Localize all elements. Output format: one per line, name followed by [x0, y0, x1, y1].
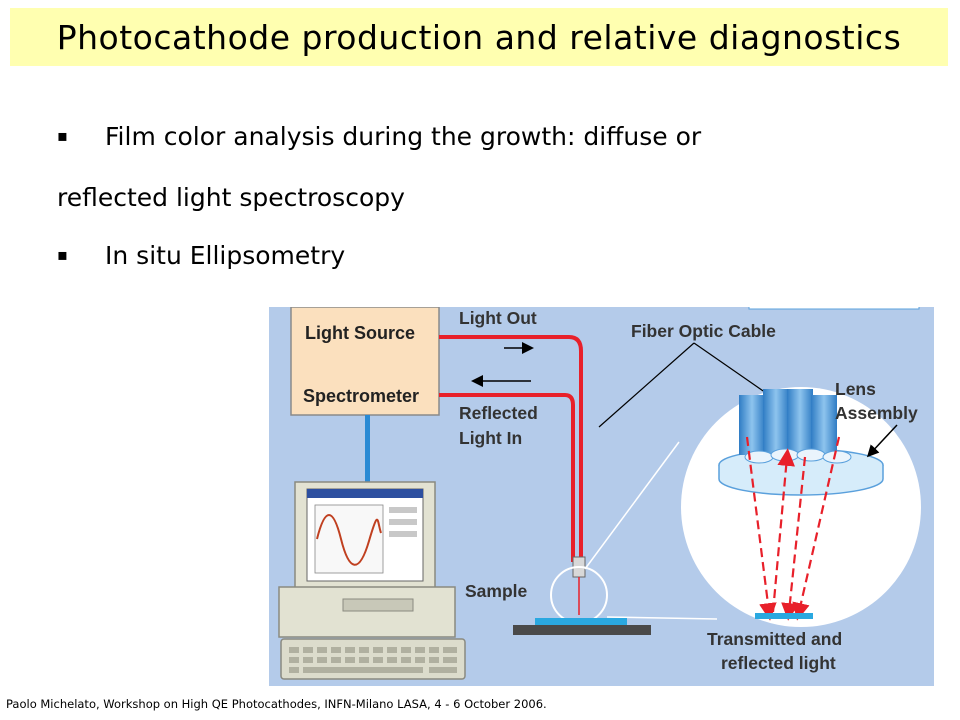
light-out-label: Light Out — [459, 308, 537, 328]
lens-label-2: Assembly — [835, 403, 918, 423]
sample-zoom — [755, 613, 813, 619]
fiber-in — [439, 393, 575, 562]
lens-ring-body — [718, 465, 884, 496]
fiber-bundle-3 — [787, 389, 813, 455]
transmitted-label-2: reflected light — [721, 653, 836, 673]
lens-pointer — [866, 424, 898, 458]
fiber-bundle-2 — [763, 389, 789, 455]
fiber-pointer-right — [693, 342, 770, 396]
fiber-pointer-left — [598, 342, 695, 428]
bullet-item-2-text: In situ Ellipsometry — [105, 241, 346, 270]
spectroscopy-diagram: Light Source Spectrometer Light Out Refl… — [269, 307, 934, 686]
light-source-box — [290, 307, 440, 416]
fiber-bundle-1 — [739, 395, 765, 455]
fiber-bundle-4 — [811, 395, 837, 455]
beam-1 — [745, 436, 777, 621]
zoom-line-bottom — [606, 616, 718, 620]
light-source-label: Light Source — [305, 323, 415, 343]
bullet-item-2: ▪ In situ Ellipsometry — [57, 227, 937, 288]
sample-label: Sample — [465, 581, 528, 601]
fiber-out — [439, 335, 583, 562]
fiber-optic-cable-label: Fiber Optic Cable — [631, 321, 776, 341]
bullet-item-1-continuation: reflected light spectroscopy — [57, 183, 405, 212]
bullet-list: ▪ Film color analysis during the growth:… — [57, 108, 937, 288]
computer-base — [278, 586, 456, 638]
bullet-item-1: ▪ Film color analysis during the growth:… — [57, 108, 937, 169]
sample — [535, 618, 627, 625]
spectrometer-label: Spectrometer — [303, 386, 419, 406]
spectrum-curve-icon — [316, 514, 382, 566]
lens-label-1: Lens — [835, 379, 876, 399]
diagram-svg: Light Source Spectrometer Light Out Refl… — [269, 307, 934, 686]
reflected-label-2: Light In — [459, 428, 522, 448]
footer-citation: Paolo Michelato, Workshop on High QE Pho… — [6, 697, 547, 711]
top-right-tab — [748, 307, 920, 310]
beam-2 — [771, 448, 795, 613]
sample-stage — [513, 625, 651, 635]
bullet-marker: ▪ — [57, 245, 68, 264]
beam-4 — [792, 436, 841, 621]
zoom-line-top — [584, 441, 680, 570]
beam-3 — [781, 456, 807, 621]
slide-title: Photocathode production and relative dia… — [56, 17, 902, 57]
transmitted-label-1: Transmitted and — [707, 629, 842, 649]
reflected-label-1: Reflected — [459, 403, 538, 423]
title-bar: Photocathode production and relative dia… — [10, 8, 948, 66]
computer — [278, 481, 466, 680]
data-cable — [365, 415, 370, 485]
bullet-item-1-text: Film color analysis during the growth: d… — [105, 122, 702, 151]
bullet-marker: ▪ — [57, 126, 68, 145]
